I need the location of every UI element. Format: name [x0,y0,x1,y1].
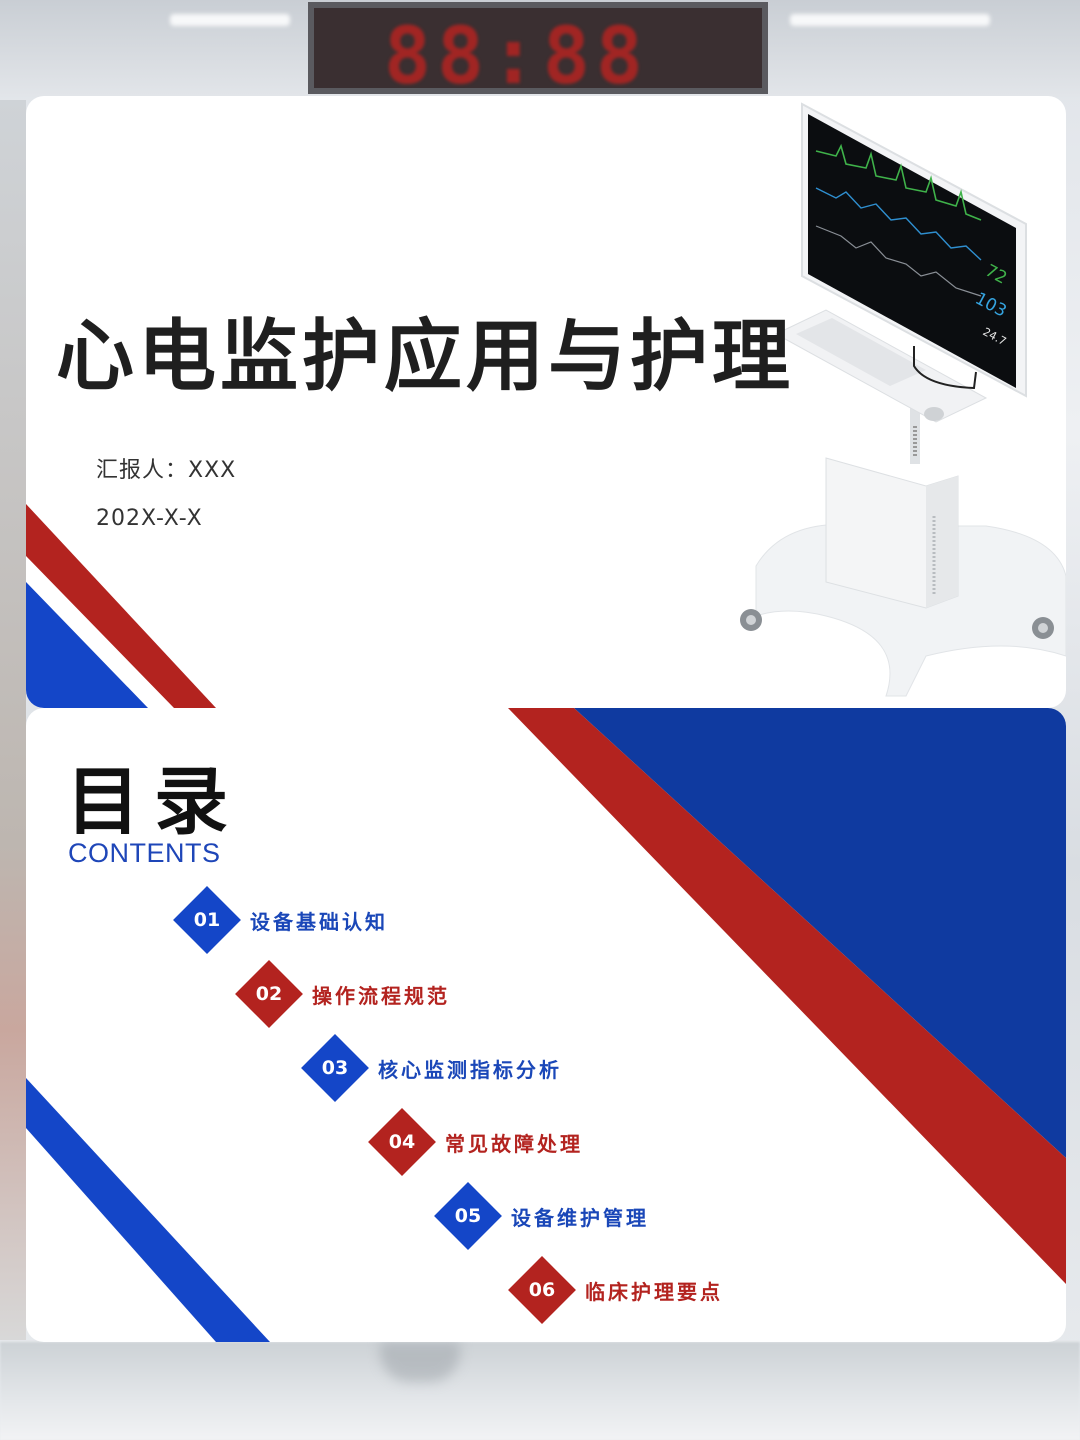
contents-subtitle: CONTENTS [68,838,221,868]
spo2-waveform [815,187,982,261]
monitor-cable [913,346,977,390]
number-diamond: 05 [434,1182,502,1250]
resp-waveform [815,225,982,297]
ecg-waveform [815,143,982,221]
toc-number: 01 [193,909,221,931]
toc-item-05[interactable]: 05 设备维护管理 [434,1181,649,1251]
mouse-icon [924,407,944,421]
toc-number: 03 [321,1057,349,1079]
toc-number: 02 [255,983,283,1005]
blue-corner-stripe [26,1078,270,1342]
toc-label: 临床护理要点 [585,1279,723,1304]
red-diagonal-band [508,708,1066,1284]
reporter-label: 汇报人：XXX [96,458,237,483]
number-diamond: 04 [368,1108,436,1176]
toc-label: 常见故障处理 [445,1131,583,1156]
number-diamond: 02 [235,960,303,1028]
ecg-monitor-illustration: 72 103 24.7 [740,102,1066,697]
cover-slide: 72 103 24.7 心电监护应用与护理 汇报人：XXX 202X-X-X [26,96,1066,708]
contents-decoration [26,708,1066,1342]
keyboard-icon [796,318,926,386]
toc-label: 设备基础认知 [250,909,388,934]
ceiling-light [790,14,990,26]
date-label: 202X-X-X [96,506,203,531]
monitor-screen [808,114,1016,388]
pc-side [926,476,958,608]
toc-item-04[interactable]: 04 常见故障处理 [368,1107,583,1177]
toc-item-02[interactable]: 02 操作流程规范 [235,959,450,1029]
contents-title: 目录 [66,759,242,845]
presentation-title: 心电监护应用与护理 [56,312,795,402]
floor [0,1342,1080,1440]
wheel-hub [746,615,756,625]
ceiling-light [170,14,290,26]
toc-number: 04 [388,1131,416,1153]
toc-label: 设备维护管理 [511,1205,649,1230]
blue-stripe [26,582,148,708]
number-diamond: 06 [508,1256,576,1324]
red-stripe [26,504,216,708]
toc-item-03[interactable]: 03 核心监测指标分析 [301,1033,562,1103]
wall-clock: 88:88 [308,2,768,102]
toc-label: 操作流程规范 [312,983,450,1008]
wheel-hub [1038,623,1048,633]
toc-label: 核心监测指标分析 [378,1057,562,1082]
cover-decoration [26,504,216,708]
toc-item-01[interactable]: 01 设备基础认知 [173,885,388,955]
blurred-figure [380,1342,460,1382]
toc-number: 05 [454,1205,482,1227]
toc-number: 06 [528,1279,556,1301]
number-diamond: 03 [301,1034,369,1102]
left-wall [0,100,26,1340]
toc-item-06[interactable]: 06 临床护理要点 [508,1255,723,1325]
contents-slide: 目录 CONTENTS 01 设备基础认知 02 操作流程规范 03 核心监测指… [26,708,1066,1342]
number-diamond: 01 [173,886,241,954]
clock-digits: 88:88 [384,12,649,102]
